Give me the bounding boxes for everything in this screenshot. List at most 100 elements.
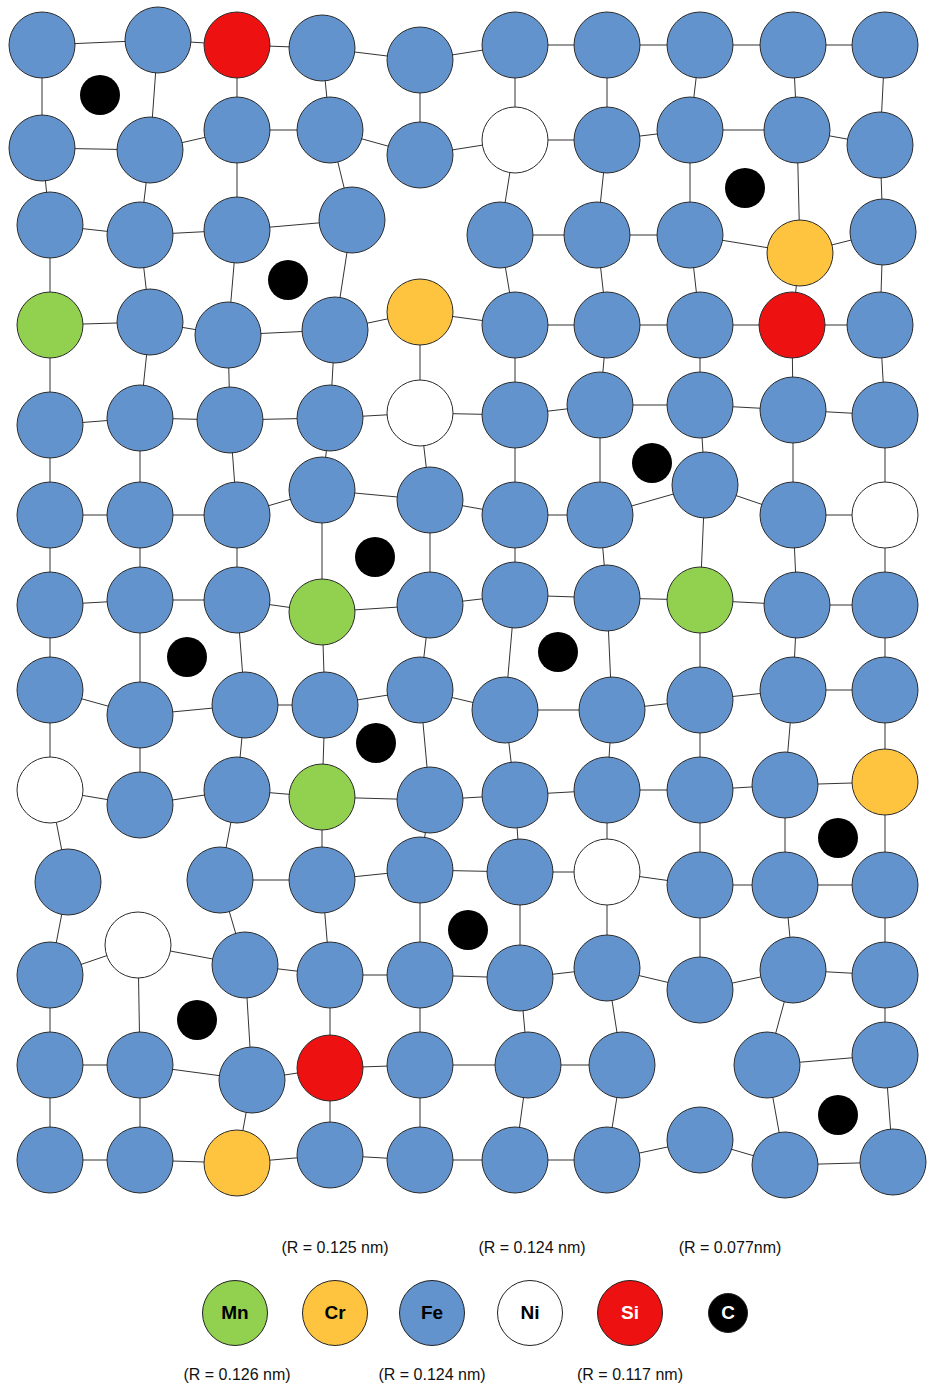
radius-label: (R = 0.124 nm) (378, 1366, 485, 1384)
carbon-atom (167, 637, 207, 677)
atom-circle (197, 387, 263, 453)
atom-circle (125, 7, 191, 73)
atom-circle (117, 117, 183, 183)
atom-circle (760, 937, 826, 1003)
atom-circle (852, 572, 918, 638)
atom-circle (567, 372, 633, 438)
carbon-atom (632, 443, 672, 483)
atom-circle (289, 847, 355, 913)
atom-circle (297, 1035, 363, 1101)
radius-label: (R = 0.117 nm) (577, 1366, 683, 1384)
atom-circle (289, 15, 355, 81)
atom-circle (387, 942, 453, 1008)
atom-circle (482, 762, 548, 828)
atom-circle (564, 202, 630, 268)
atom-circle (667, 852, 733, 918)
carbon-atom (268, 260, 308, 300)
atom-circle (667, 292, 733, 358)
atom-circle (17, 1032, 83, 1098)
atom-circle (107, 1032, 173, 1098)
atom-circle (105, 912, 171, 978)
atom-circle (35, 849, 101, 915)
atom-circle (482, 562, 548, 628)
atom-circle (574, 12, 640, 78)
atom-circle (482, 107, 548, 173)
atom-circle (574, 1127, 640, 1193)
atom-circle (672, 452, 738, 518)
legend-swatch: Fe (399, 1280, 465, 1346)
carbon-atom (538, 632, 578, 672)
atom-circle (495, 1032, 561, 1098)
atom-circle (852, 382, 918, 448)
atom-circle (567, 482, 633, 548)
atom-circle (482, 1127, 548, 1193)
atom-circle (204, 1130, 270, 1196)
atom-circle (107, 202, 173, 268)
atom-circle (760, 377, 826, 443)
legend-symbol: Si (621, 1302, 639, 1324)
atom-circle (574, 292, 640, 358)
atom-circle (764, 572, 830, 638)
atom-circle (387, 279, 453, 345)
radius-label: (R = 0.125 nm) (281, 1239, 388, 1257)
atom-circle (667, 567, 733, 633)
radius-label: (R = 0.124 nm) (478, 1239, 585, 1257)
atom-circle (767, 220, 833, 286)
atom-circle (17, 392, 83, 458)
atom-circle (302, 297, 368, 363)
atom-circle (852, 482, 918, 548)
atom-circle (397, 767, 463, 833)
legend-symbol: Cr (324, 1302, 345, 1324)
atom-circle (482, 482, 548, 548)
atom-circle (472, 677, 538, 743)
atom-circle (482, 382, 548, 448)
radius-label: (R = 0.126 nm) (183, 1366, 290, 1384)
atom-circle (195, 302, 261, 368)
atom-circle (219, 1047, 285, 1113)
atom-circle (847, 292, 913, 358)
atom-circle (17, 942, 83, 1008)
carbon-atoms (80, 75, 858, 1135)
atom-circle (574, 935, 640, 1001)
atom-circle (667, 667, 733, 733)
atom-circle (667, 757, 733, 823)
atom-circle (852, 1022, 918, 1088)
atom-circle (574, 107, 640, 173)
carbon-atom (356, 723, 396, 763)
atom-circle (187, 847, 253, 913)
carbon-atom (818, 1095, 858, 1135)
atom-circle (289, 764, 355, 830)
atom-circle (759, 292, 825, 358)
atom-circle (667, 1107, 733, 1173)
bonds (42, 40, 893, 1165)
atom-circle (752, 752, 818, 818)
atom-circle (752, 852, 818, 918)
atom-circle (852, 749, 918, 815)
atom-circle (860, 1129, 926, 1195)
carbon-atom (725, 168, 765, 208)
atom-circle (17, 657, 83, 723)
legend-swatch: Mn (202, 1280, 268, 1346)
carbon-atom (818, 818, 858, 858)
atom-circle (17, 1127, 83, 1193)
atom-circle (289, 457, 355, 523)
atom-circle (17, 292, 83, 358)
legend-symbol: Ni (521, 1302, 540, 1324)
atom-circle (387, 1032, 453, 1098)
atom-circle (657, 202, 723, 268)
atom-circle (482, 12, 548, 78)
atom-circle (107, 1127, 173, 1193)
atom-circle (17, 192, 83, 258)
atom-circle (574, 757, 640, 823)
atom-circle (204, 482, 270, 548)
atom-circle (467, 202, 533, 268)
atom-circle (292, 672, 358, 738)
atom-circle (9, 12, 75, 78)
atom-circle (204, 97, 270, 163)
atom-circle (852, 942, 918, 1008)
atom-circle (289, 579, 355, 645)
atom-circle (204, 567, 270, 633)
atom-circle (482, 292, 548, 358)
atom-circle (579, 677, 645, 743)
atom-circle (107, 682, 173, 748)
